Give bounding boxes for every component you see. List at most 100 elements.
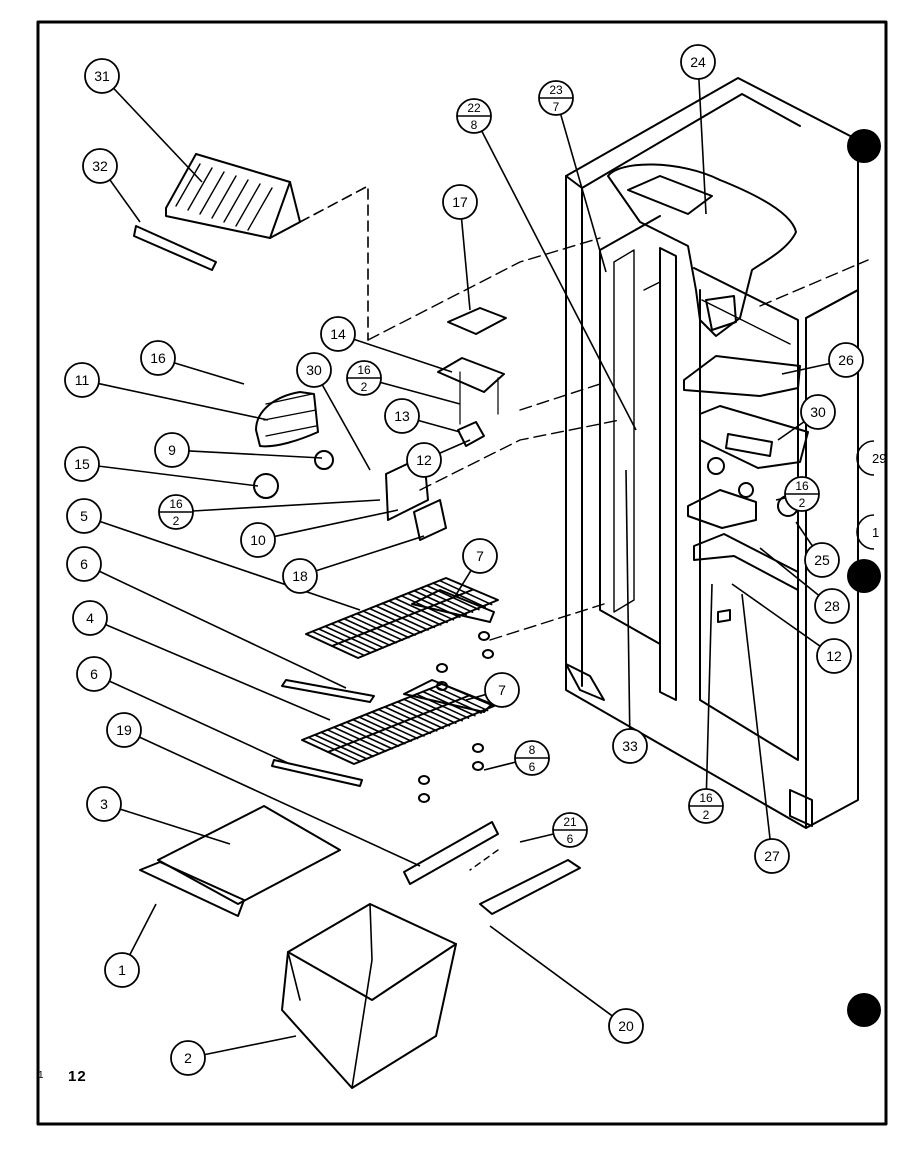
callout-number: 18	[292, 568, 308, 584]
liner-rail-left	[613, 249, 635, 613]
leader-c1	[129, 903, 157, 956]
leader-f16c	[192, 499, 381, 512]
hidden-line-0	[367, 237, 601, 341]
thermostat-knob	[738, 482, 754, 498]
crisper-pan-2-edges	[287, 903, 373, 1089]
callout-24: 24	[680, 44, 716, 80]
callout-number: 32	[92, 158, 108, 174]
callout-30: 30	[296, 352, 332, 388]
cutoff-callout-1: 1	[856, 514, 879, 550]
callout-number: 7	[476, 548, 484, 564]
shelf-trim-6b	[271, 759, 363, 787]
fraction-top: 16	[699, 791, 713, 805]
leader-c7b	[465, 693, 486, 701]
callout-16: 16	[140, 340, 176, 376]
center-mullion	[659, 247, 677, 701]
callout-number: 28	[824, 598, 840, 614]
crisper-rail-19	[403, 821, 499, 885]
shelf-clip-4	[472, 743, 484, 753]
callout-1: 1	[104, 952, 140, 988]
fraction-bottom: 2	[361, 380, 368, 394]
registration-dot-bottom	[847, 993, 881, 1027]
shelf-bracket-7a	[411, 589, 495, 623]
callout-number: 14	[330, 326, 346, 342]
callout-number: 12	[826, 648, 842, 664]
shelf-clip-7	[418, 793, 430, 803]
damper-cover-17	[447, 307, 507, 335]
callout-32: 32	[82, 148, 118, 184]
callout-14: 14	[320, 316, 356, 352]
callout-number: 5	[80, 508, 88, 524]
fraction-bottom: 2	[703, 808, 710, 822]
hidden-line-4	[519, 383, 601, 411]
shelf-clip-2	[436, 663, 448, 673]
callout-number: 2	[184, 1050, 192, 1066]
leader-c27	[741, 593, 771, 840]
shelf-trim-6a	[281, 679, 375, 703]
leader-c25	[795, 521, 814, 547]
fraction-top: 16	[795, 479, 809, 493]
leader-c9	[188, 450, 323, 459]
cabinet-top-inner	[581, 93, 801, 189]
callout-7: 7	[484, 672, 520, 708]
leader-c31	[113, 87, 203, 183]
callout-number: 17	[452, 194, 468, 210]
hidden-line-2	[489, 603, 605, 641]
leader-c16a	[174, 362, 245, 385]
hinge-bottom-left	[565, 663, 605, 701]
fraction-bottom: 6	[567, 832, 574, 846]
callout-4: 4	[72, 600, 108, 636]
shelf-clip-5	[472, 761, 484, 771]
leader-f23	[559, 114, 607, 273]
crisper-cover-3	[157, 805, 341, 905]
callout-number: 20	[618, 1018, 634, 1034]
fraction-bottom: 2	[173, 514, 180, 528]
leader-c3	[119, 808, 231, 845]
leader-c17	[460, 218, 471, 311]
callout-2: 2	[170, 1040, 206, 1076]
duct-outlet	[705, 295, 737, 331]
callout-31: 31	[84, 58, 120, 94]
fraction-bottom: 8	[471, 118, 478, 132]
damper-plate-14	[437, 357, 505, 393]
callout-9: 9	[154, 432, 190, 468]
leader-c24	[698, 78, 707, 215]
crisper-rail-20	[479, 859, 581, 915]
callout-30: 30	[800, 394, 836, 430]
callout-number: 13	[394, 408, 410, 424]
callout-number: 24	[690, 54, 706, 70]
duct-opening	[627, 175, 713, 215]
leader-f22	[481, 130, 637, 431]
callout-19: 19	[106, 712, 142, 748]
leader-c10	[274, 509, 399, 538]
callout-13: 13	[384, 398, 420, 434]
leader-c6b	[109, 680, 291, 765]
callout-number: 7	[498, 682, 506, 698]
callout-25: 25	[804, 542, 840, 578]
callout-5: 5	[66, 498, 102, 534]
light-housing-30b	[699, 405, 809, 469]
light-lens	[725, 433, 773, 457]
damper-shafts	[459, 371, 499, 425]
thermostat-18	[413, 499, 447, 541]
callout-6: 6	[76, 656, 112, 692]
leader-c30b	[777, 421, 805, 441]
ice-tray-31	[165, 153, 291, 239]
callout-10: 10	[240, 522, 276, 558]
callout-28: 28	[814, 588, 850, 624]
callout-17: 17	[442, 184, 478, 220]
shelf-bracket-27	[693, 533, 799, 591]
leader-c5	[99, 520, 361, 611]
fraction-top: 21	[563, 815, 577, 829]
leader-c20	[489, 925, 613, 1017]
tray-rail-32	[133, 225, 217, 271]
leader-f21	[519, 833, 554, 843]
air-duct-24	[607, 163, 797, 337]
callout-number: 3	[100, 796, 108, 812]
fraction-top: 22	[467, 101, 481, 115]
callout-number: 30	[810, 404, 826, 420]
shelf-clip-1	[482, 649, 494, 659]
fraction-bottom: 2	[799, 496, 806, 510]
tray-connector	[299, 185, 369, 341]
